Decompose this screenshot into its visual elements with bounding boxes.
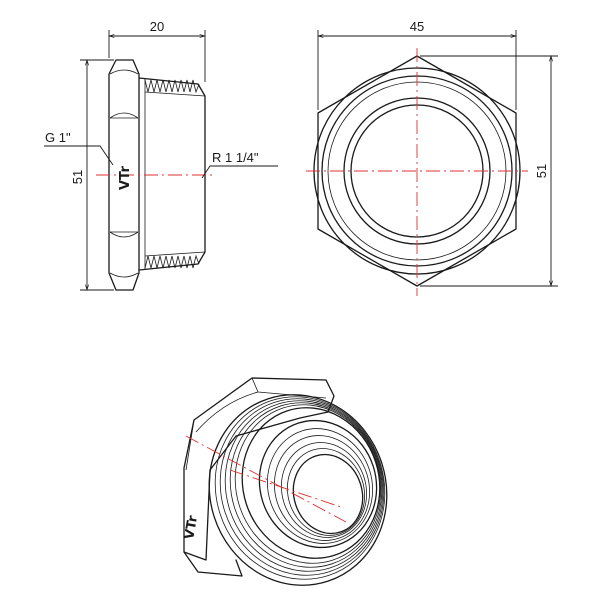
- dimension-height: 51: [70, 60, 114, 290]
- logo-vtr: VTr: [118, 165, 133, 190]
- hex-outline: [317, 55, 517, 287]
- side-view: VTr 20 51 G 1" R 1 1/4": [44, 19, 278, 290]
- dimension-front-height-label: 51: [534, 164, 549, 178]
- hex-facet-curve: [109, 231, 139, 238]
- outer-thread-label: R 1 1/4": [212, 150, 259, 165]
- iso-hex-edge: [251, 377, 259, 393]
- inner-thread-label: G 1": [45, 130, 71, 145]
- iso-hex-bottom: [183, 551, 243, 577]
- hex-facet-curve: [109, 272, 139, 278]
- dimension-length-label: 20: [150, 19, 164, 34]
- hex-profile: [108, 59, 140, 291]
- iso-bore: [258, 419, 378, 549]
- thread-teeth-lower: [144, 251, 206, 269]
- thread-teeth-upper: [144, 79, 206, 97]
- dimension-height-label: 51: [70, 170, 85, 184]
- iso-hex-chamfer: [195, 391, 259, 433]
- iso-thread-rings: [208, 394, 388, 586]
- dimension-front-height: 51: [420, 56, 558, 286]
- hex-facet-curve: [109, 112, 139, 119]
- dimension-width: 45: [318, 19, 516, 110]
- dimension-length: 20: [109, 19, 205, 82]
- leader-inner-thread: G 1": [44, 130, 114, 166]
- iso-axis-2: [229, 469, 345, 509]
- leader-outer-thread: R 1 1/4": [201, 150, 278, 179]
- iso-hex-body: [183, 377, 335, 561]
- iso-logo-vtr: VTr: [182, 514, 201, 541]
- iso-axis-1: [185, 435, 347, 523]
- isometric-view: VTr: [182, 377, 388, 586]
- front-view: 45 51: [306, 19, 558, 296]
- hex-facet-curve: [109, 69, 139, 75]
- thread-outline: [138, 77, 206, 271]
- iso-hex-edge: [185, 419, 195, 471]
- dimension-width-label: 45: [410, 19, 424, 34]
